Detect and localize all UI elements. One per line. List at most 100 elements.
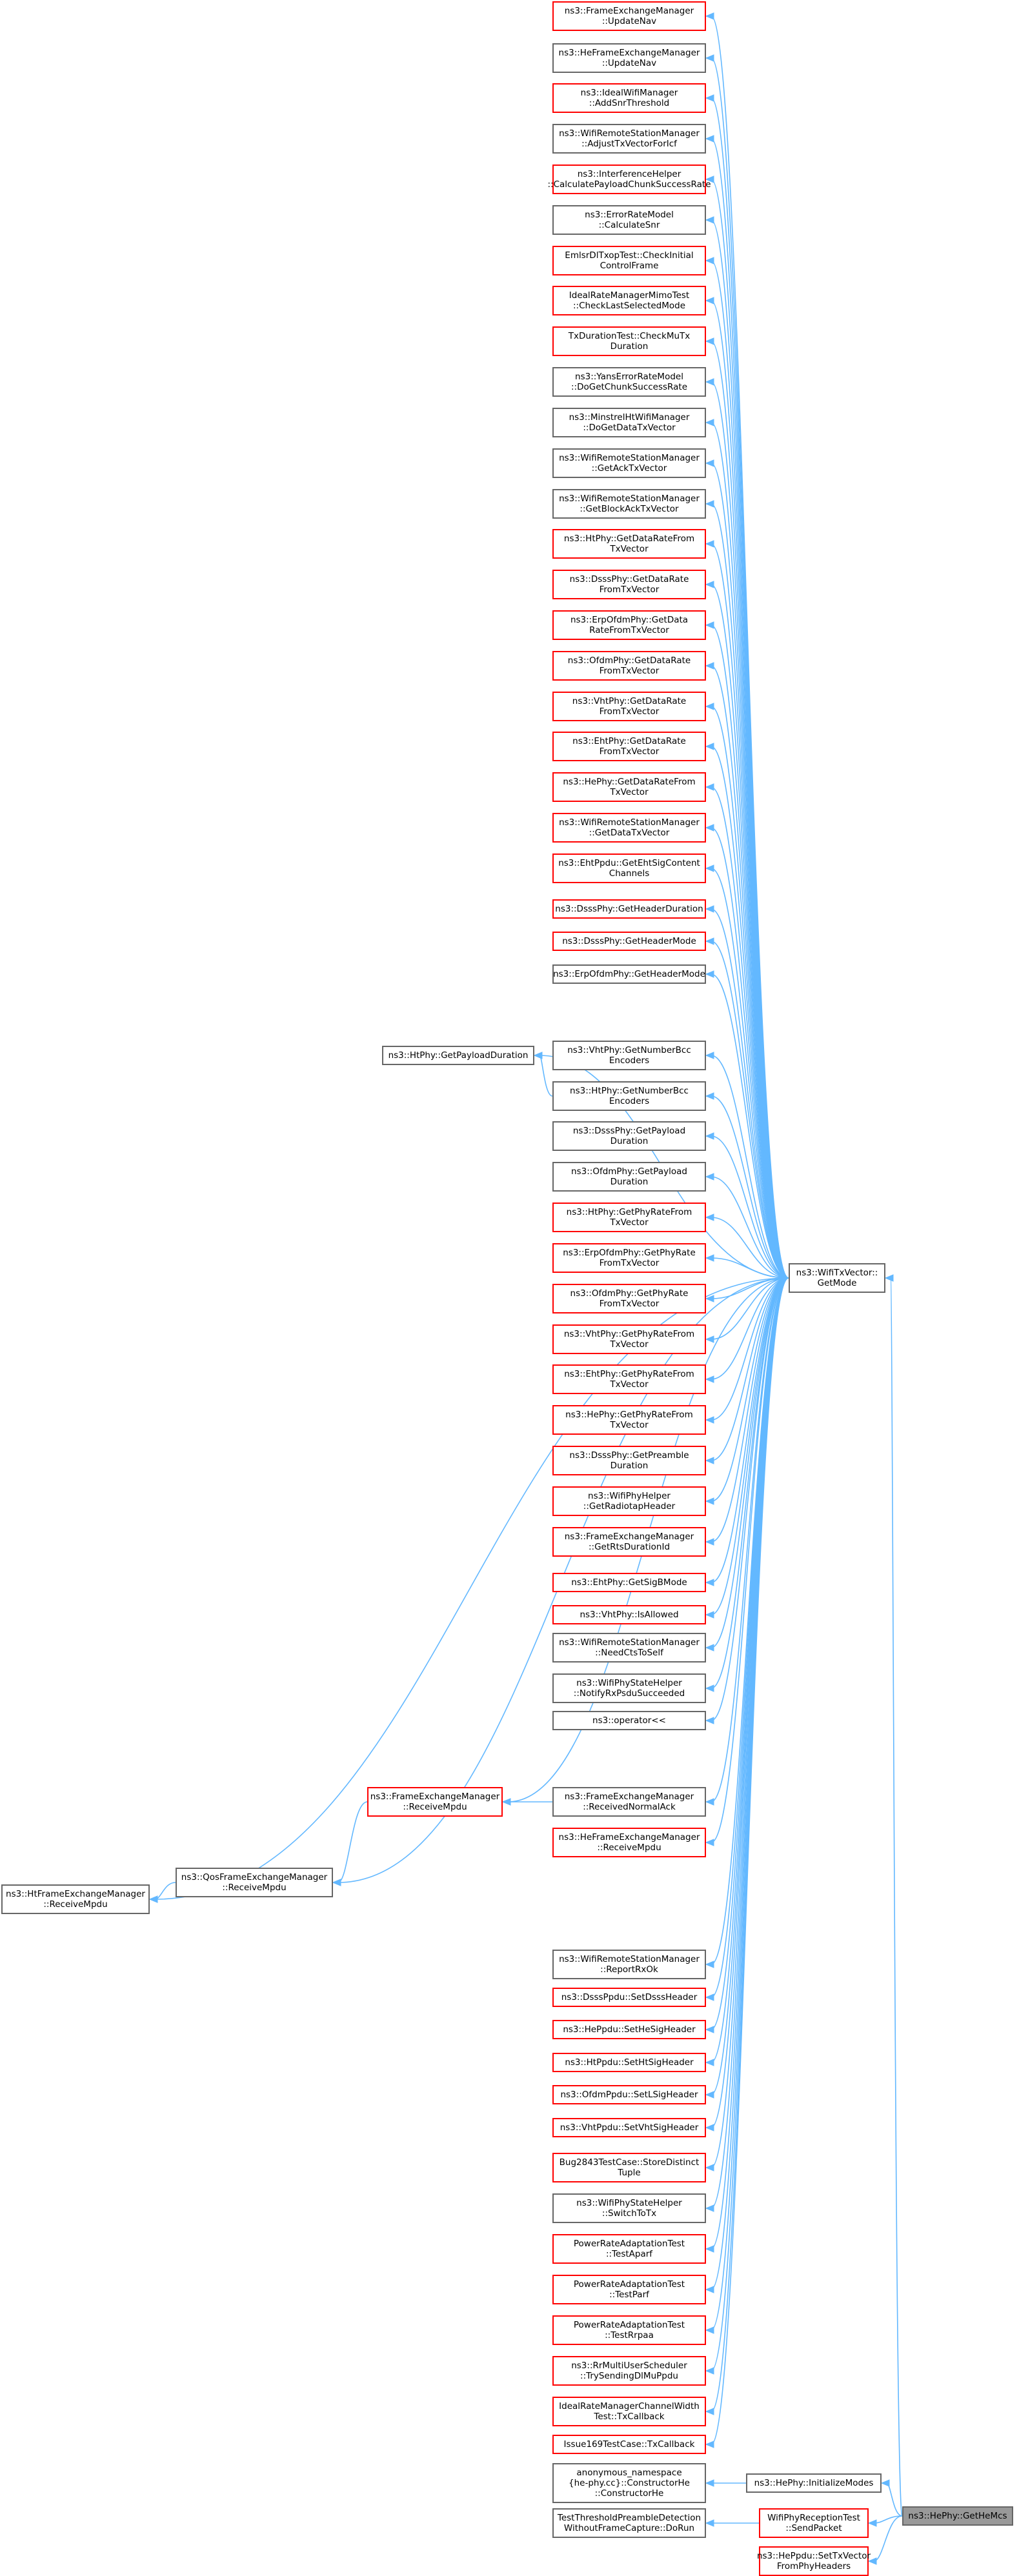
node-label-line: ::TestAparf: [605, 2249, 653, 2259]
node-c37[interactable]: ns3::WifiPhyHelper::GetRadiotapHeader: [552, 1486, 706, 1516]
node-c49[interactable]: ns3::HtPpdu::SetHtSigHeader: [552, 2053, 706, 2072]
node-c25[interactable]: ns3::ErpOfdmPhy::GetHeaderMode: [552, 964, 706, 984]
edge-arrowhead: [705, 1961, 714, 1968]
node-label-line: ns3::HtPhy::GetNumberBcc: [570, 1086, 689, 1096]
node-s_payload[interactable]: ns3::HtPhy::GetPayloadDuration: [382, 1046, 534, 1065]
node-label-line: TxVector: [610, 787, 649, 797]
node-c45[interactable]: ns3::HeFrameExchangeManager::ReceiveMpdu: [552, 1828, 706, 1857]
edge-arrowhead: [705, 1497, 714, 1505]
edge-arrowhead: [705, 1416, 714, 1424]
node-target[interactable]: ns3::HePhy::GetHeMcs: [902, 2506, 1013, 2526]
node-c47[interactable]: ns3::DsssPpdu::SetDsssHeader: [552, 1988, 706, 2007]
edge-focus-caller: [890, 1277, 903, 2517]
node-c04[interactable]: ns3::WifiRemoteStationManager::AdjustTxV…: [552, 124, 706, 154]
node-label-line: TxVector: [610, 1217, 649, 1228]
node-c03[interactable]: ns3::IdealWifiManager::AddSnrThreshold: [552, 83, 706, 113]
node-c54[interactable]: PowerRateAdaptationTest::TestAparf: [552, 2234, 706, 2264]
edge-arrowhead: [705, 1798, 714, 1806]
node-c23[interactable]: ns3::DsssPhy::GetHeaderDuration: [552, 899, 706, 919]
edge-arrowhead: [867, 2519, 877, 2527]
node-label-line: ::NeedCtsToSelf: [595, 1648, 663, 1658]
node-s_rxmpdu[interactable]: ns3::FrameExchangeManager::ReceiveMpdu: [367, 1787, 503, 1817]
node-c48[interactable]: ns3::HePpdu::SetHeSigHeader: [552, 2020, 706, 2039]
node-c02[interactable]: ns3::HeFrameExchangeManager::UpdateNav: [552, 43, 706, 73]
node-label-line: ns3::WifiPhyHelper: [588, 1491, 671, 1501]
edge-arrowhead: [705, 2059, 714, 2066]
node-label-line: TxVector: [610, 1379, 649, 1390]
node-hub[interactable]: ns3::WifiTxVector::GetMode: [789, 1263, 885, 1293]
node-s_ht[interactable]: ns3::HtFrameExchangeManager::ReceiveMpdu: [1, 1884, 150, 1914]
node-c53[interactable]: ns3::WifiPhyStateHelper::SwitchToTx: [552, 2193, 706, 2223]
node-label-line: Bug2843TestCase::StoreDistinct: [559, 2157, 700, 2168]
edge-getmode-caller: [711, 1277, 789, 1615]
node-c42[interactable]: ns3::WifiPhyStateHelper::NotifyRxPsduSuc…: [552, 1673, 706, 1703]
edge-getmode-caller: [711, 1277, 789, 1689]
node-c08[interactable]: IdealRateManagerMimoTest::CheckLastSelec…: [552, 286, 706, 315]
node-c38[interactable]: ns3::FrameExchangeManager::GetRtsDuratio…: [552, 1527, 706, 1557]
node-c13[interactable]: ns3::WifiRemoteStationManager::GetBlockA…: [552, 489, 706, 519]
node-c06[interactable]: ns3::ErrorRateModel::CalculateSnr: [552, 205, 706, 235]
edge-arrowhead: [705, 2367, 714, 2375]
node-c40[interactable]: ns3::VhtPhy::IsAllowed: [552, 1605, 706, 1624]
node-c39[interactable]: ns3::EhtPhy::GetSigBMode: [552, 1573, 706, 1592]
node-d_init[interactable]: ns3::HePhy::InitializeModes: [746, 2473, 882, 2493]
node-c46[interactable]: ns3::WifiRemoteStationManager::ReportRxO…: [552, 1950, 706, 1979]
node-label-line: ::CalculatePayloadChunkSuccessRate: [547, 179, 711, 190]
node-label-line: ns3::HeFrameExchangeManager: [558, 48, 700, 58]
node-c21[interactable]: ns3::WifiRemoteStationManager::GetDataTx…: [552, 813, 706, 843]
node-label-line: ns3::EhtPpdu::GetEhtSigContent: [558, 858, 700, 868]
node-c24[interactable]: ns3::DsssPhy::GetHeaderMode: [552, 932, 706, 951]
node-c55[interactable]: PowerRateAdaptationTest::TestParf: [552, 2275, 706, 2304]
node-label-line: ::NotifyRxPsduSucceeded: [573, 1688, 685, 1699]
node-d_send[interactable]: WifiPhyReceptionTest::SendPacket: [759, 2508, 869, 2538]
edge-arrowhead: [884, 1274, 894, 1282]
node-c56[interactable]: PowerRateAdaptationTest::TestRrpaa: [552, 2315, 706, 2345]
node-c59[interactable]: Issue169TestCase::TxCallback: [552, 2435, 706, 2454]
node-c10[interactable]: ns3::YansErrorRateModel::DoGetChunkSucce…: [552, 367, 706, 397]
edge-arrowhead: [705, 1213, 714, 1221]
node-label-line: ns3::HtFrameExchangeManager: [6, 1889, 145, 1899]
node-c11[interactable]: ns3::MinstrelHtWifiManager::DoGetDataTxV…: [552, 408, 706, 437]
node-s_qos[interactable]: ns3::QosFrameExchangeManager::ReceiveMpd…: [176, 1868, 333, 1897]
edge-arrowhead: [705, 1173, 714, 1181]
node-label-line: ns3::HePpdu::SetTxVector: [756, 2551, 871, 2561]
edge-getmode-caller: [711, 1277, 789, 1583]
node-c12[interactable]: ns3::WifiRemoteStationManager::GetAckTxV…: [552, 448, 706, 478]
node-c01[interactable]: ns3::FrameExchangeManager::UpdateNav: [552, 1, 706, 31]
node-c41[interactable]: ns3::WifiRemoteStationManager::NeedCtsTo…: [552, 1633, 706, 1662]
node-c05[interactable]: ns3::InterferenceHelper::CalculatePayloa…: [548, 165, 711, 194]
node-c43[interactable]: ns3::operator<<: [552, 1711, 706, 1730]
node-label-line: ::ReceiveMpdu: [597, 1842, 661, 1853]
node-c50[interactable]: ns3::OfdmPpdu::SetLSigHeader: [552, 2085, 706, 2104]
node-c44[interactable]: ns3::FrameExchangeManager::ReceivedNorma…: [552, 1787, 706, 1817]
node-d_anon[interactable]: anonymous_namespace{he-phy.cc}::Construc…: [552, 2463, 706, 2503]
node-c57[interactable]: ns3::RrMultiUserScheduler::TrySendingDlM…: [552, 2356, 706, 2386]
node-c51[interactable]: ns3::VhtPpdu::SetVhtSigHeader: [552, 2118, 706, 2137]
node-label-line: ns3::operator<<: [592, 1715, 666, 1726]
